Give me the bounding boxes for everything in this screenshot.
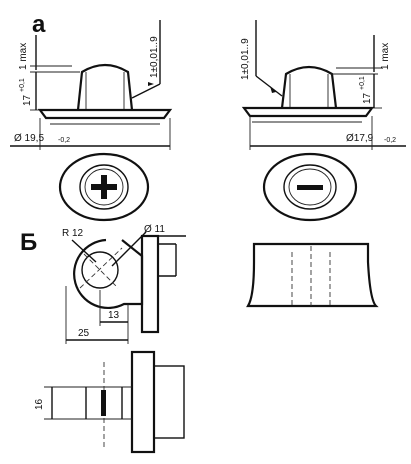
left-cap-side-view xyxy=(10,20,173,150)
width-25-label: 25 xyxy=(78,328,90,339)
right-max-label: 1 max xyxy=(380,43,391,70)
left-diameter-tolerance: -0,2 xyxy=(58,137,70,144)
right-diameter-label: Ø17,9 xyxy=(346,133,374,144)
bracket-side-view xyxy=(65,231,186,344)
section-label-b: Б xyxy=(20,229,37,256)
bracket-profile-view xyxy=(44,350,185,454)
left-height-tolerance: +0,1 xyxy=(19,78,26,92)
section-label-a: а xyxy=(32,11,46,38)
right-thickness-label: 1±0,01..9 xyxy=(240,38,251,80)
bracket-front-view xyxy=(246,242,379,308)
left-diameter-label: Ø 19,5 xyxy=(14,133,44,144)
right-height-label: 17 xyxy=(362,92,373,104)
radius-label: R 12 xyxy=(62,228,84,239)
height-16-label: 16 xyxy=(34,398,45,410)
left-cap-top-view xyxy=(58,152,150,222)
right-cap-side-view xyxy=(241,20,406,150)
right-cap-top-view xyxy=(262,152,358,222)
left-max-label: 1 max xyxy=(18,43,29,70)
left-thickness-label: 1±0,01..9 xyxy=(149,36,160,78)
right-height-tolerance: +0,1 xyxy=(359,76,366,90)
hole-diameter-label: Ø 11 xyxy=(144,224,165,235)
width-13-label: 13 xyxy=(108,310,120,321)
right-diameter-tolerance: -0,2 xyxy=(384,137,396,144)
left-height-label: 17 xyxy=(22,94,33,106)
